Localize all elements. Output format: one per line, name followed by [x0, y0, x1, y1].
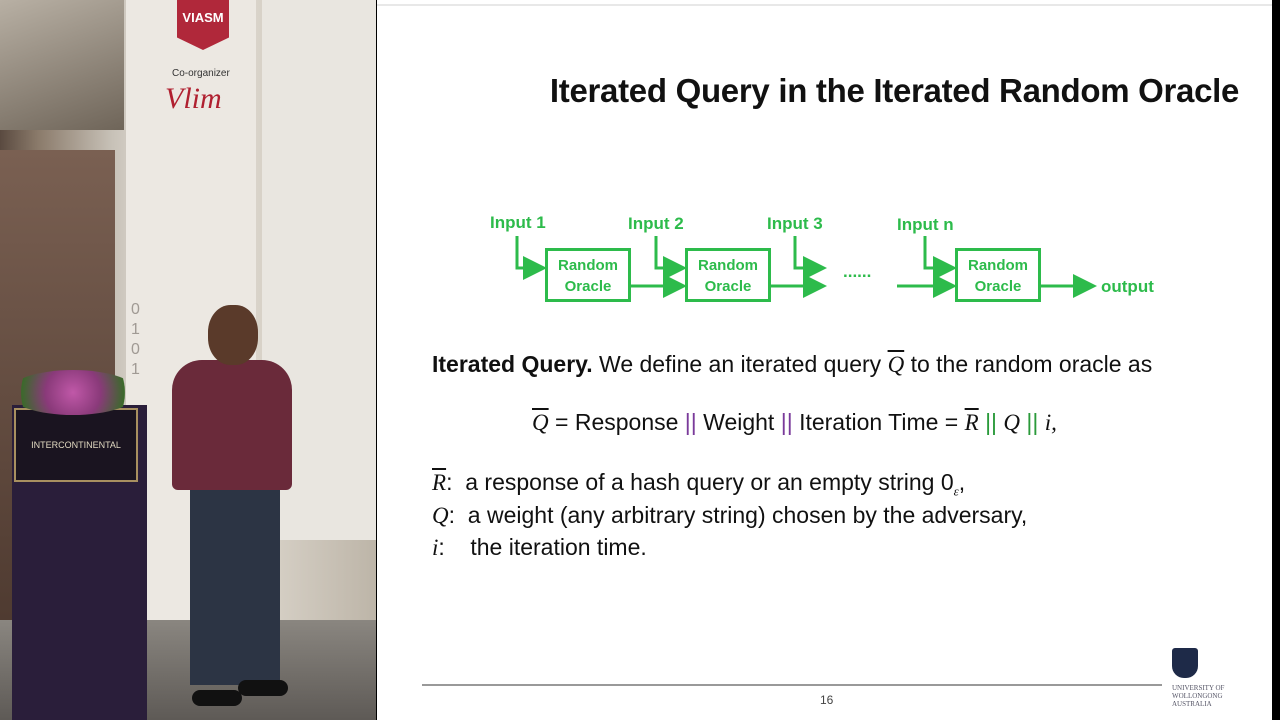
page-number: 16: [820, 693, 834, 707]
input-n-label: Input n: [897, 215, 954, 234]
shoe: [238, 680, 288, 696]
formula: Q = Response || Weight || Iteration Time…: [532, 409, 1057, 435]
university-crest-icon: [1172, 648, 1198, 678]
footer-line: [422, 684, 1162, 686]
definition: Iterated Query. We define an iterated qu…: [432, 351, 1153, 377]
output-label: output: [1101, 277, 1154, 296]
coorganizer-label: Co-organizer: [172, 68, 230, 79]
vlim-logo: Vlim: [165, 82, 222, 115]
speaker-head: [208, 305, 258, 365]
input-2-label: Input 2: [628, 214, 684, 233]
speaker-body: [172, 360, 292, 490]
slide: Iterated Query in the Iterated Random Or…: [377, 0, 1272, 720]
item-q: Q: a weight (any arbitrary string) chose…: [432, 502, 1028, 528]
slide-title: Iterated Query in the Iterated Random Or…: [549, 72, 1240, 109]
ceiling: [0, 0, 130, 130]
banner-digits: 0 1 0 1: [131, 301, 140, 378]
item-r: R: a response of a hash query or an empt…: [432, 469, 966, 499]
podium-label: INTERCONTINENTAL: [31, 440, 121, 450]
speaker-video: VIASM Co-organizer Vlim 0 1 0 1 INTERCON…: [0, 0, 376, 720]
viasm-logo: VIASM: [177, 0, 229, 50]
letterbox-bar: [1272, 0, 1280, 720]
item-i: i: the iteration time.: [432, 534, 647, 560]
input-1-label: Input 1: [490, 213, 546, 232]
slide-top-line: [377, 4, 1272, 6]
ellipsis: ......: [843, 262, 872, 281]
input-3-label: Input 3: [767, 214, 823, 233]
speaker-legs: [190, 485, 280, 685]
university-name: UNIVERSITY OF WOLLONGONG AUSTRALIA: [1172, 684, 1225, 708]
diagram-arrows: [515, 236, 1097, 298]
shoe: [192, 690, 242, 706]
flowers: [8, 370, 138, 415]
